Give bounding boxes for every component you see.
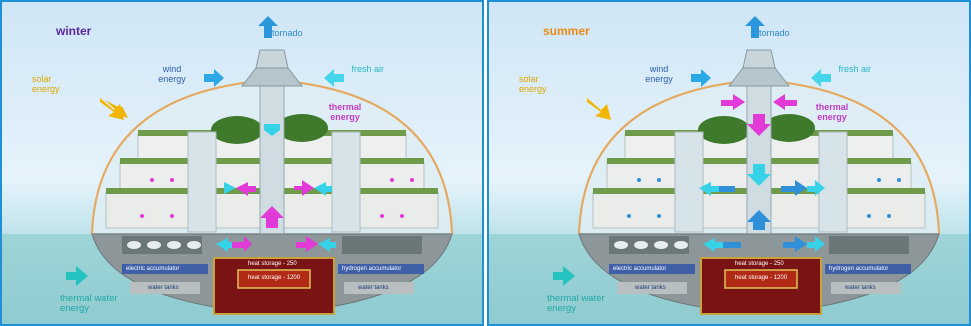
water-tanks-label-left: water tanks [148,285,179,291]
hydrogen-accumulator-label: hydrogen accumulator [342,266,402,272]
electric-accumulator-label: electric accumulator [613,266,667,272]
tornado-label: tornado [759,28,790,38]
water-tanks-label-left: water tanks [635,285,666,291]
heat-storage-outer-label: heat storage - 250 [735,261,784,267]
season-title: winter [56,24,92,38]
fresh-air-label: fresh air [351,64,384,74]
thermal-water-energy-label: thermal water energy [60,293,118,314]
season-title: summer [543,24,590,38]
heat-storage-inner-label: heat storage - 1200 [735,275,788,281]
wind-energy-label: wind energy [158,64,186,84]
wind-energy-label: wind energy [645,64,673,84]
winter-panel: winter tornado solar energy wind energy … [0,0,484,326]
heat-storage-inner-label: heat storage - 1200 [248,275,301,281]
solar-energy-label: solar energy [32,74,60,94]
summer-building-illustration [553,16,941,315]
hydrogen-accumulator-label: hydrogen accumulator [829,266,889,272]
solar-energy-label: solar energy [519,74,547,94]
electric-accumulator-label: electric accumulator [126,266,180,272]
water-tanks-label-right: water tanks [358,285,389,291]
fresh-air-label: fresh air [838,64,871,74]
thermal-water-energy-label: thermal water energy [547,293,605,314]
winter-building-illustration [66,16,454,315]
thermal-energy-label: thermal energy [815,102,849,122]
tornado-label: tornado [272,28,303,38]
thermal-energy-label: thermal energy [328,102,362,122]
summer-panel: summer tornado solar energy wind energy … [487,0,971,326]
water-tanks-label-right: water tanks [845,285,876,291]
heat-storage-outer-label: heat storage - 250 [248,261,297,267]
